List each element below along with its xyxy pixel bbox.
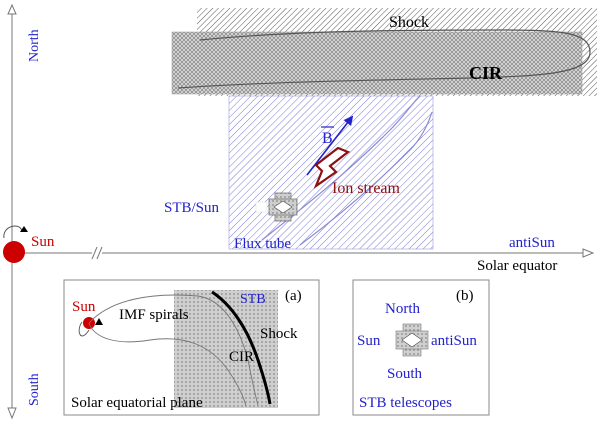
sun-label: Sun bbox=[31, 234, 55, 250]
inset-a-imf-spiral-2 bbox=[88, 322, 247, 407]
ion-stream-arrow bbox=[313, 146, 351, 190]
b-field-label: B bbox=[322, 130, 333, 147]
inset-a-imf-label: IMF spirals bbox=[119, 307, 189, 323]
inset-b-telescope-icon bbox=[395, 323, 429, 357]
flux-tube-label: Flux tube bbox=[234, 236, 291, 252]
inset-a-rotation-arrowhead bbox=[95, 318, 103, 325]
rotation-arc bbox=[3, 225, 23, 239]
b-field-arrow bbox=[306, 115, 354, 176]
inset-a-stb-label: STB bbox=[240, 292, 266, 307]
flux-tube-curve-2 bbox=[299, 111, 433, 246]
inset-b-antisun-label: antiSun bbox=[431, 333, 477, 349]
inset-b-caption: STB telescopes bbox=[359, 395, 452, 411]
inset-b-sun-label: Sun bbox=[357, 333, 381, 349]
antisun-label: antiSun bbox=[509, 235, 555, 251]
inset-a-shock-line bbox=[211, 290, 272, 405]
solar-equator-label: Solar equator bbox=[477, 258, 557, 274]
cir-region-lower bbox=[176, 44, 574, 94]
north-label: North bbox=[27, 29, 42, 62]
cir-outline bbox=[177, 29, 591, 89]
equator-break-2 bbox=[96, 246, 103, 260]
stb-sun-label: STB/Sun bbox=[164, 200, 220, 216]
inset-b-south-label: South bbox=[387, 366, 423, 382]
shock-label: Shock bbox=[389, 14, 429, 31]
ion-stream-label: Ion stream bbox=[332, 180, 401, 197]
inset-b-tag: (b) bbox=[456, 288, 474, 304]
stb-telescope-icon bbox=[255, 192, 298, 222]
south-label: South bbox=[27, 373, 42, 406]
inset-a-sun-label: Sun bbox=[72, 299, 96, 315]
inset-a-cir-region bbox=[174, 290, 278, 408]
north-arrowhead bbox=[7, 3, 17, 15]
sun-disk bbox=[3, 241, 25, 263]
inset-b-north-label: North bbox=[385, 301, 420, 317]
inset-a-caption: Solar equatorial plane bbox=[71, 395, 203, 411]
rotation-arrowhead bbox=[20, 226, 28, 232]
inset-b-frame bbox=[352, 279, 490, 416]
inset-a-shock-label: Shock bbox=[260, 326, 298, 342]
inset-a-spiral-hook bbox=[78, 321, 90, 337]
inset-a-imf-spiral-1 bbox=[88, 294, 259, 406]
inset-a-tag: (a) bbox=[285, 288, 302, 304]
antisun-arrowhead bbox=[582, 248, 595, 258]
inset-a-cir-label: CIR bbox=[229, 349, 254, 365]
equator-break-1 bbox=[91, 246, 98, 260]
south-arrowhead bbox=[7, 407, 17, 420]
cir-label: CIR bbox=[469, 63, 503, 83]
